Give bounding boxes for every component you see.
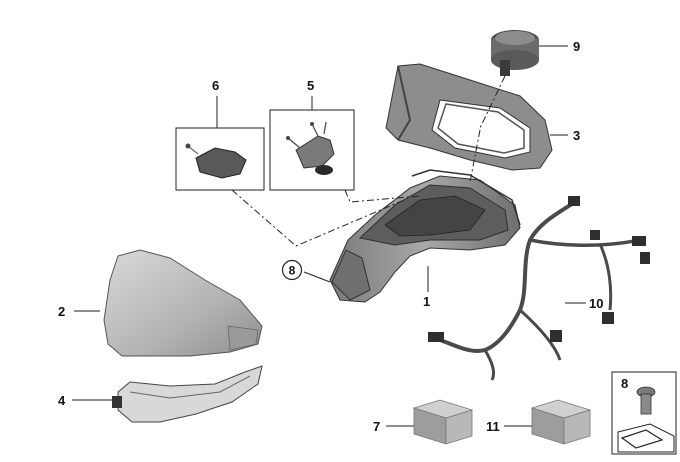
callout-10: 10 bbox=[589, 296, 603, 311]
part-package-7 bbox=[412, 399, 474, 445]
callout-8-circle: 8 bbox=[281, 259, 303, 281]
callout-8-circle-text: 8 bbox=[289, 264, 296, 278]
part-wiring-harness-10 bbox=[428, 196, 650, 381]
detail-box-5 bbox=[269, 109, 355, 191]
callout-9: 9 bbox=[573, 39, 580, 54]
callout-1: 1 bbox=[423, 294, 430, 309]
part-mirror-frame-3 bbox=[385, 63, 553, 171]
callout-3: 3 bbox=[573, 128, 580, 143]
detail-box-8 bbox=[611, 371, 677, 455]
part-mirror-cap-2 bbox=[103, 249, 263, 357]
leader-lines bbox=[72, 45, 586, 427]
callout-11: 11 bbox=[486, 419, 500, 434]
part-turn-signal-4 bbox=[112, 365, 263, 423]
callout-4: 4 bbox=[58, 393, 66, 408]
relation-lines bbox=[231, 75, 506, 247]
callout-7: 7 bbox=[373, 419, 380, 434]
part-mirror-housing-1 bbox=[329, 169, 521, 303]
part-motor-9 bbox=[491, 30, 539, 76]
callout-6: 6 bbox=[212, 78, 219, 93]
callout-2: 2 bbox=[58, 304, 65, 319]
part-package-11 bbox=[530, 399, 592, 445]
callout-8-box: 8 bbox=[621, 376, 628, 391]
detail-box-6 bbox=[175, 127, 265, 191]
callout-5: 5 bbox=[307, 78, 314, 93]
